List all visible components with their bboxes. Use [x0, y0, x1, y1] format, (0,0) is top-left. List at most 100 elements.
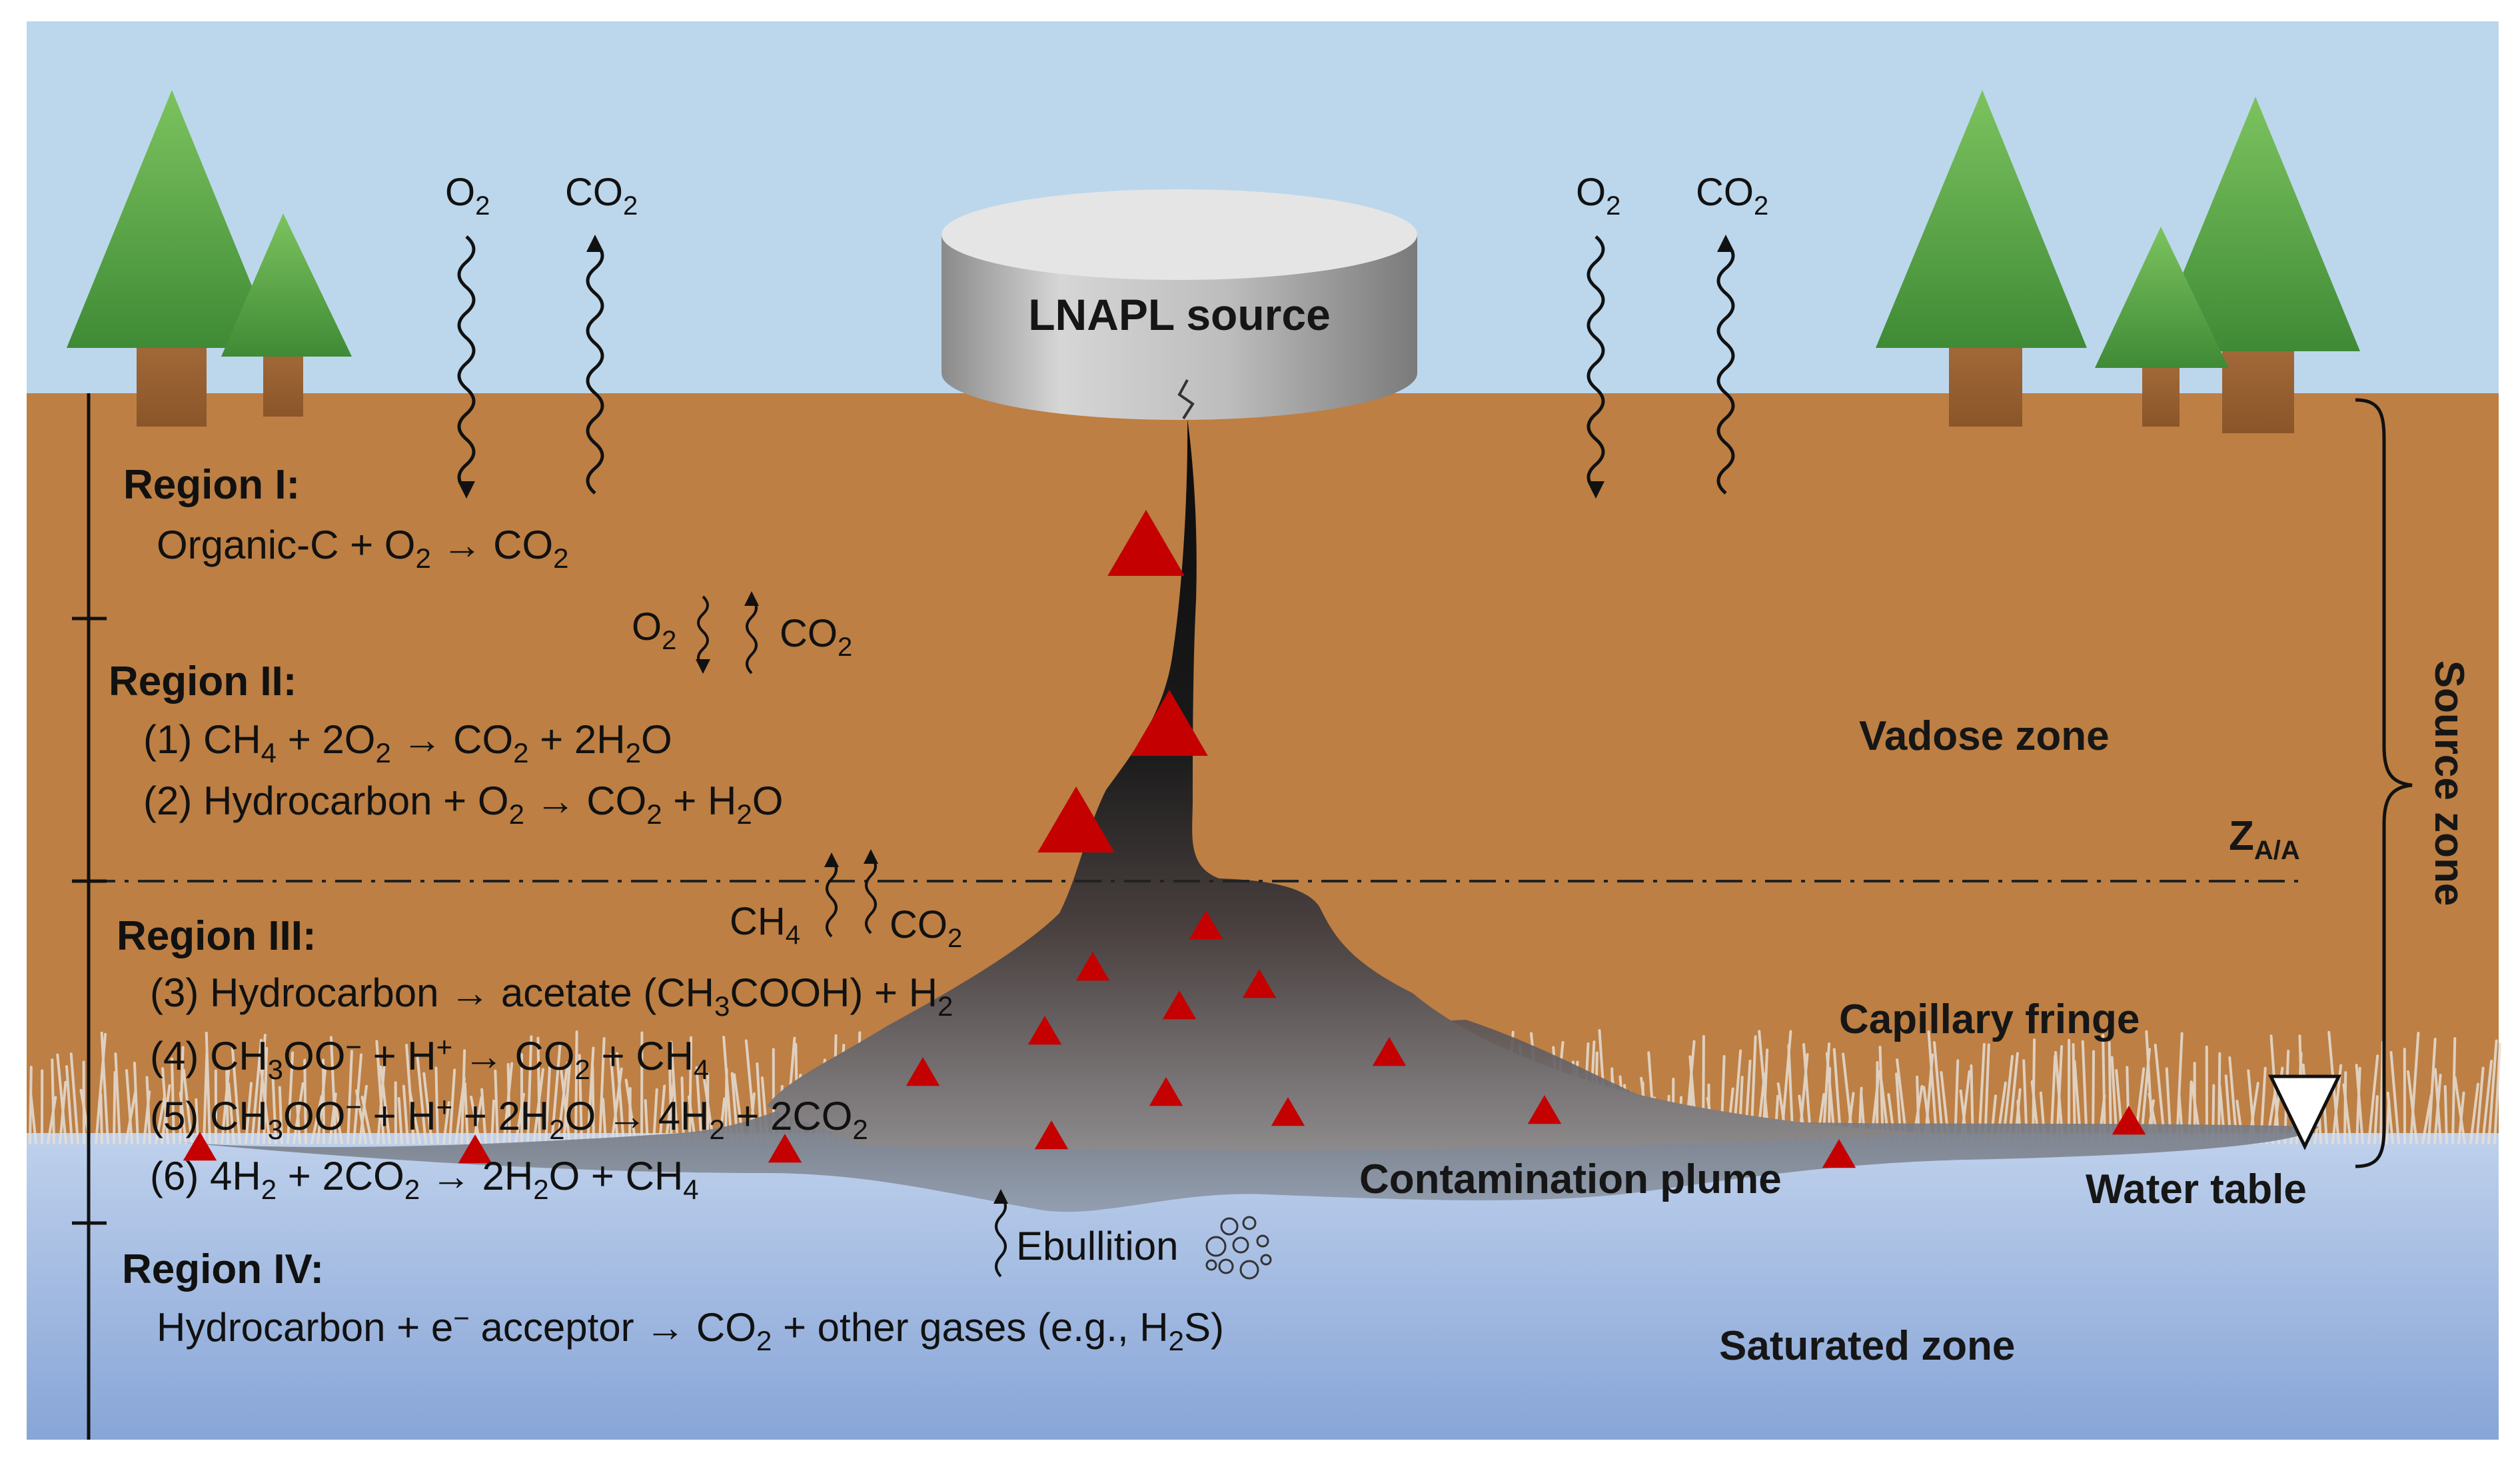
fringe-strand [2433, 1068, 2442, 1144]
fringe-strand [322, 1058, 325, 1144]
fringe-strand [2367, 1054, 2379, 1144]
fringe-strand [2451, 1037, 2457, 1144]
co2-label: CO2 [780, 612, 852, 662]
region-2-equation-1: (1) CH4 + 2O2 → CO2 + 2H2O [143, 717, 672, 768]
wavy-arrow [995, 1195, 1007, 1278]
fringe-strand [259, 1061, 271, 1144]
fringe-strand [125, 1068, 133, 1144]
source-zone-label: Source zone [2426, 661, 2472, 906]
fringe-strand [355, 1089, 367, 1144]
fringe-strand [560, 1069, 571, 1144]
arrow-head [586, 235, 604, 252]
wavy-arrow [1586, 235, 1605, 491]
marker-triangle [1189, 910, 1223, 940]
fringe-strand [333, 1100, 343, 1144]
fringe-strand [29, 1093, 37, 1144]
region-2-title: Region II: [109, 659, 297, 705]
fringe-strand [494, 1069, 499, 1144]
fringe-strand [2487, 1039, 2498, 1144]
fringe-strand [69, 1052, 79, 1144]
fringe-strand [171, 1057, 175, 1144]
marker-triangle [1107, 510, 1185, 576]
fringe-strand [2453, 1076, 2466, 1144]
fringe-strand [591, 1064, 595, 1144]
fringe-strand [480, 1088, 487, 1144]
fringe-strand [205, 1031, 211, 1144]
region-3-title: Region III: [117, 913, 316, 959]
marker-triangle [1131, 690, 1208, 756]
fringe-strand [422, 1072, 433, 1144]
co2-label: CO2 [1696, 171, 1768, 221]
fringe-strand [463, 1082, 469, 1144]
fringe-strand [2389, 1051, 2400, 1144]
fringe-strand [2493, 1042, 2502, 1144]
fringe-strand [448, 1068, 456, 1144]
lnapl-source-cylinder [942, 189, 1417, 420]
fringe-strand [346, 1050, 353, 1144]
fringe-strand [434, 1066, 439, 1144]
fringe-strand [536, 1036, 541, 1144]
wavy-arrow [826, 858, 838, 938]
wavy-arrow [457, 235, 476, 491]
fringe-strand [2475, 1066, 2485, 1144]
fringe-strand [442, 1101, 450, 1144]
tree-icon [221, 213, 352, 417]
marker-triangle [1027, 1016, 1062, 1045]
fringe-strand [574, 1030, 578, 1144]
fringe-strand [490, 1099, 496, 1144]
marker-triangle [458, 1134, 492, 1164]
marker-triangle [1162, 990, 1197, 1020]
fringe-strand [225, 1068, 229, 1144]
region-4-title: Region IV: [122, 1246, 324, 1292]
saturated-zone-label: Saturated zone [1719, 1323, 2015, 1369]
region-3-equation-5: (5) CH3OO− + H+ + 2H2O → 4H2 + 2CO2 [150, 1091, 868, 1145]
fringe-strand [556, 1062, 569, 1144]
marker-triangle [1271, 1097, 1305, 1126]
fringe-strand [295, 1101, 301, 1144]
wavy-arrow [746, 597, 758, 675]
fringe-strand [2407, 1070, 2418, 1144]
fringe-strand [303, 1058, 307, 1144]
fringe-strand [544, 1065, 552, 1144]
fringe-strand [100, 1031, 109, 1144]
fringe-strand [2342, 1083, 2352, 1144]
arrow-head [1717, 235, 1734, 252]
tree-icon [2095, 227, 2229, 427]
water-table-icon [2268, 1074, 2341, 1150]
capillary-fringe-label: Capillary fringe [1839, 996, 2140, 1042]
arrow-head [993, 1189, 1008, 1204]
region-axis [72, 393, 107, 1440]
wavy-arrow [586, 242, 604, 495]
arrow-head [824, 852, 839, 867]
arrow-head [864, 849, 878, 864]
marker-triangle [1075, 952, 1110, 981]
marker-triangle [1149, 1077, 1183, 1106]
fringe-strand [182, 1068, 193, 1144]
region-3-equation-4: (4) CH3OO− + H+ → CO2 + CH4 [150, 1031, 709, 1085]
fringe-strand [311, 1095, 323, 1144]
marker-triangle [768, 1134, 802, 1163]
tree-icon [1876, 90, 2087, 427]
region-4-equation: Hydrocarbon + e− acceptor → CO2 + other … [157, 1302, 1224, 1356]
marker-triangle [183, 1132, 217, 1161]
arrow-head [1587, 481, 1604, 499]
water-table-label: Water table [2086, 1166, 2307, 1212]
fringe-strand [271, 1078, 277, 1144]
ch4-label: CH4 [730, 900, 800, 950]
fringe-strand [375, 1040, 385, 1144]
o2-label: O2 [445, 171, 490, 221]
fringe-strand [2443, 1085, 2448, 1144]
fringe-strand [51, 1058, 55, 1144]
marker-triangle [1822, 1139, 1856, 1168]
fringe-strand [506, 1062, 511, 1144]
fringe-strand [133, 1061, 139, 1144]
arrow-head [696, 659, 710, 674]
fringe-strand [245, 1082, 253, 1144]
z-aa-label: ZA/A [2229, 813, 2300, 865]
fringe-strand [99, 1092, 103, 1144]
fringe-strand [416, 1056, 427, 1144]
contamination-plume-label: Contamination plume [1359, 1156, 1782, 1202]
vadose-zone-label: Vadose zone [1859, 713, 2110, 759]
contamination-plume [766, 419, 1932, 1151]
